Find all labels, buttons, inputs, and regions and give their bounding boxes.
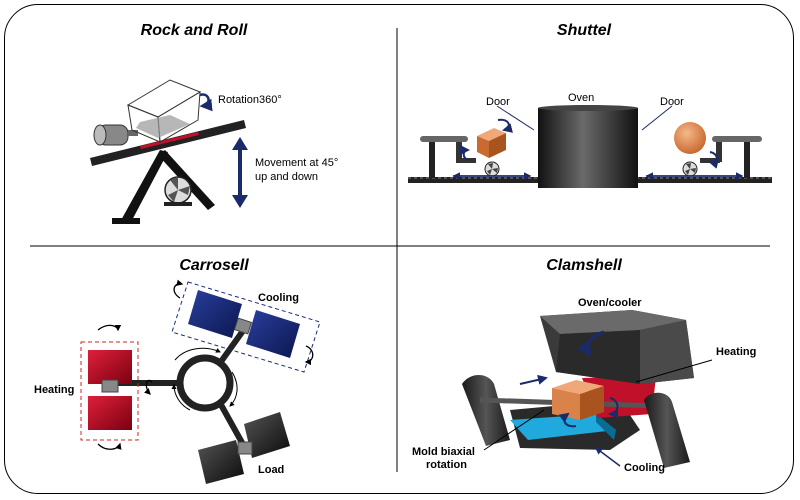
heating-zone-outline (80, 341, 139, 441)
cooling-pointer (594, 447, 621, 467)
fan-icon (164, 176, 192, 206)
clamshell-machine (462, 310, 713, 468)
label-oven: Oven (568, 92, 595, 104)
label-rotation: Rotation360° (218, 94, 282, 106)
door-right-pointer (641, 105, 673, 131)
heating-pointer (635, 359, 713, 383)
cooling-tray (510, 414, 616, 440)
oven-icon (538, 105, 638, 188)
door-left-pointer (496, 105, 535, 131)
label-movement-line2: up and down (255, 171, 318, 183)
label-heating: Heating (34, 384, 75, 396)
label-heating: Heating (716, 346, 757, 358)
title-rock-and-roll: Rock and Roll (140, 22, 248, 39)
diagram-frame (4, 4, 794, 494)
shuttle-machine (408, 105, 772, 188)
label-door-left: Door (486, 96, 510, 108)
title-shuttel: Shuttel (556, 22, 612, 39)
cooling-mold-left (188, 290, 242, 338)
cooling-zone-outline (171, 281, 321, 373)
ball-mold-icon (674, 122, 706, 154)
rotation-arrow-icon (199, 93, 213, 112)
carousel-machine (80, 279, 321, 484)
cube-mold-icon (477, 128, 506, 158)
title-clamshell: Clamshell (546, 257, 622, 274)
label-mold-line2: rotation (426, 459, 467, 471)
rock-and-roll-machine (90, 79, 248, 224)
cooling-mold-right (246, 310, 300, 358)
mold-pointer (483, 409, 545, 451)
label-cooling-clamshell: Cooling (624, 462, 665, 474)
label-mold-line1: Mold biaxial (412, 446, 475, 458)
motor-icon (93, 124, 138, 146)
label-oven-cooler: Oven/cooler (578, 297, 642, 309)
label-cooling: Cooling (258, 292, 299, 304)
heating-mold-bottom (88, 396, 132, 430)
label-load: Load (258, 464, 285, 476)
label-door-right: Door (660, 96, 684, 108)
label-movement-line1: Movement at 45° (255, 157, 339, 169)
load-mold-right (244, 412, 290, 458)
carousel-hub (176, 354, 234, 412)
cube-mold-icon (552, 380, 604, 420)
fan-icon (484, 161, 500, 177)
heating-mold-top (88, 350, 132, 384)
load-mold-left (198, 440, 244, 484)
fan-icon (682, 161, 698, 177)
title-carrosell: Carrosell (179, 257, 249, 274)
